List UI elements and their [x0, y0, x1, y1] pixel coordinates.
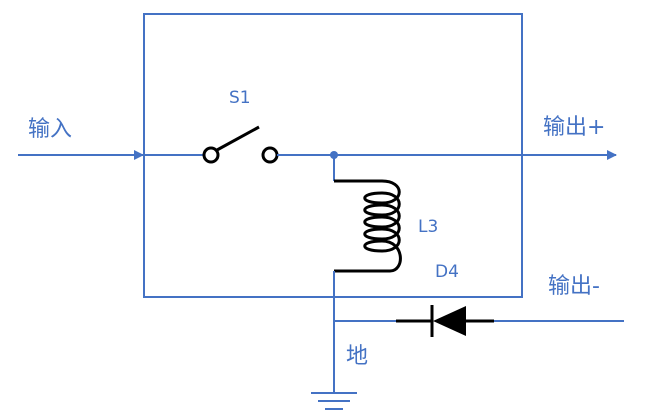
inductor-label: L3 [418, 217, 438, 237]
inductor-l3 [334, 179, 402, 273]
diode-label: D4 [435, 262, 459, 282]
switch-label: S1 [229, 88, 251, 108]
ground-icon [311, 392, 357, 410]
output-negative-label: 输出- [548, 274, 600, 299]
output-positive-label: 输出+ [543, 115, 605, 140]
ground-label: 地 [346, 344, 368, 369]
diode-d4 [396, 305, 494, 337]
switch-s1 [202, 125, 279, 164]
input-label: 输入 [28, 117, 72, 142]
